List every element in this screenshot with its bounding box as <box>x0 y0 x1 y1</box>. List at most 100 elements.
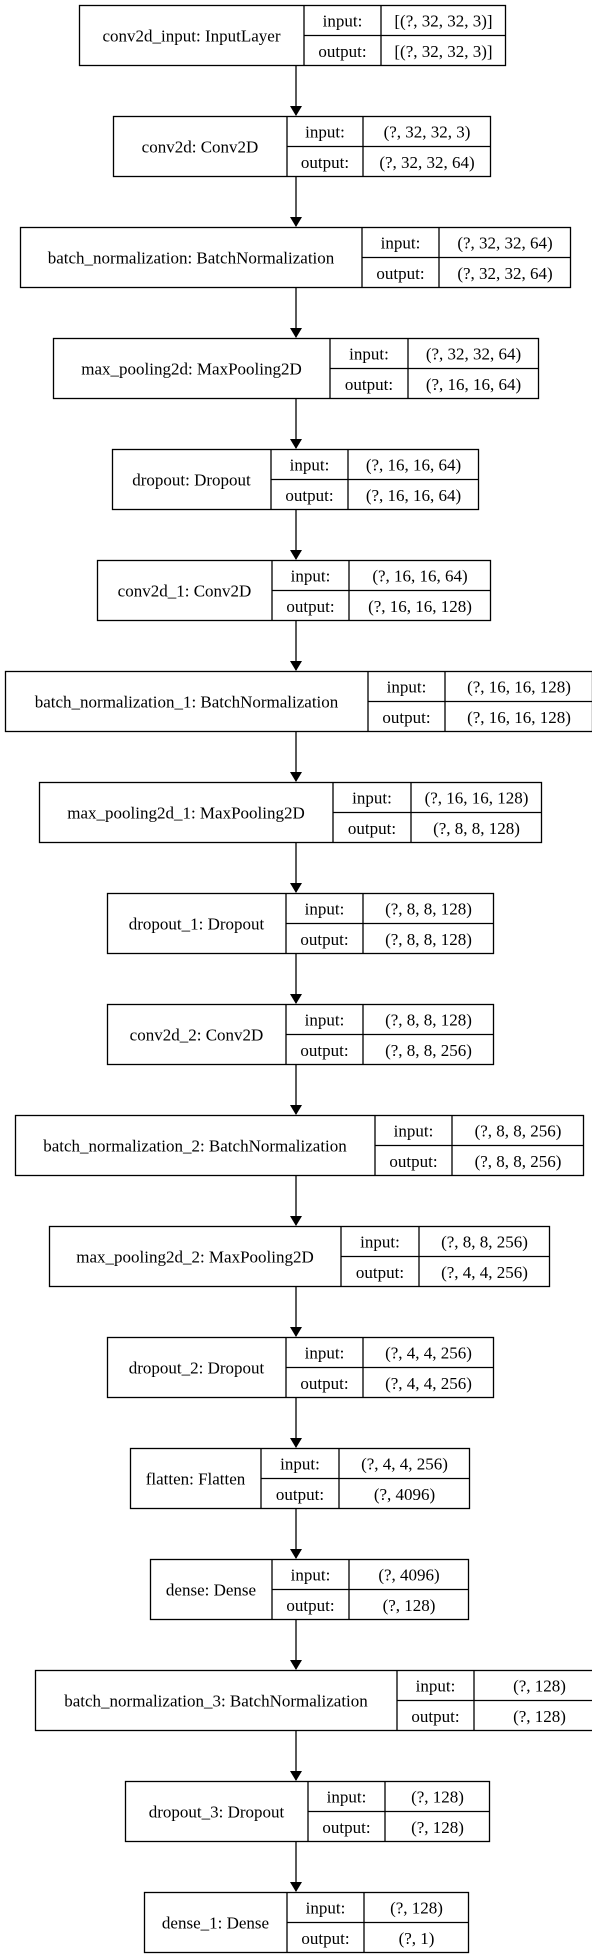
output-shape: (?, 4096) <box>374 1485 435 1504</box>
input-label: input: <box>305 122 345 141</box>
layer-node: max_pooling2d: MaxPooling2D input: output:… <box>52 337 540 400</box>
input-shape: (?, 4, 4, 256) <box>385 1343 472 1362</box>
input-shape: (?, 16, 16, 128) <box>467 677 571 696</box>
layer-name: dense_1: Dense <box>162 1914 269 1933</box>
layer-name: conv2d_input: InputLayer <box>103 27 281 46</box>
input-shape: (?, 16, 16, 64) <box>366 455 461 474</box>
output-label: output: <box>285 486 333 505</box>
layer-node: batch_normalization_1: BatchNormalizatio… <box>4 670 592 733</box>
layer-node: max_pooling2d_1: MaxPooling2D input: outpu… <box>38 781 543 844</box>
input-label: input: <box>306 1898 346 1917</box>
output-shape: (?, 8, 8, 256) <box>385 1041 472 1060</box>
output-shape: (?, 128) <box>513 1707 566 1726</box>
input-shape: (?, 32, 32, 64) <box>457 233 552 252</box>
input-shape: (?, 16, 16, 64) <box>372 566 467 585</box>
input-label: input: <box>327 1787 367 1806</box>
layer-name: dense: Dense <box>166 1581 256 1600</box>
input-shape: (?, 8, 8, 256) <box>475 1121 562 1140</box>
output-shape: [(?, 32, 32, 3)] <box>394 42 492 61</box>
output-shape: (?, 4, 4, 256) <box>385 1374 472 1393</box>
input-label: input: <box>349 344 389 363</box>
input-shape: (?, 16, 16, 128) <box>425 788 529 807</box>
layer-name: conv2d: Conv2D <box>142 138 259 157</box>
output-label: output: <box>411 1707 459 1726</box>
output-shape: (?, 16, 16, 128) <box>368 597 472 616</box>
layer-name: dropout_1: Dropout <box>129 915 265 934</box>
output-label: output: <box>300 1041 348 1060</box>
input-shape: (?, 8, 8, 256) <box>441 1232 528 1251</box>
input-label: input: <box>360 1232 400 1251</box>
layer-name: batch_normalization: BatchNormalization <box>48 249 335 268</box>
layer-node: conv2d_1: Conv2D input: output: (?, 16, 16,… <box>96 559 492 622</box>
output-shape: (?, 8, 8, 256) <box>475 1152 562 1171</box>
output-shape: (?, 16, 16, 128) <box>467 708 571 727</box>
input-label: input: <box>305 1010 345 1029</box>
input-label: input: <box>291 1565 331 1584</box>
layer-name: conv2d_1: Conv2D <box>118 582 252 601</box>
layer-name: dropout_3: Dropout <box>149 1803 285 1822</box>
input-shape: (?, 32, 32, 64) <box>426 344 521 363</box>
output-shape: (?, 32, 32, 64) <box>457 264 552 283</box>
layer-name: max_pooling2d_1: MaxPooling2D <box>67 804 305 823</box>
output-shape: (?, 16, 16, 64) <box>426 375 521 394</box>
layer-name: flatten: Flatten <box>146 1470 246 1489</box>
output-label: output: <box>300 1374 348 1393</box>
output-label: output: <box>348 819 396 838</box>
layer-name: dropout_2: Dropout <box>129 1359 265 1378</box>
output-shape: (?, 128) <box>411 1818 464 1837</box>
output-shape: (?, 1) <box>399 1929 435 1948</box>
output-label: output: <box>286 597 334 616</box>
output-label: output: <box>318 42 366 61</box>
layer-node: batch_normalization_2: BatchNormalizatio… <box>14 1114 585 1177</box>
input-shape: (?, 128) <box>390 1898 443 1917</box>
output-shape: (?, 4, 4, 256) <box>441 1263 528 1282</box>
output-label: output: <box>389 1152 437 1171</box>
output-shape: (?, 8, 8, 128) <box>433 819 520 838</box>
layer-name: batch_normalization_1: BatchNormalizatio… <box>35 693 339 712</box>
output-shape: (?, 32, 32, 64) <box>379 153 474 172</box>
output-label: output: <box>356 1263 404 1282</box>
output-shape: (?, 8, 8, 128) <box>385 930 472 949</box>
layer-node: dropout_3: Dropout input: output: (?, 128) (… <box>124 1780 491 1843</box>
input-shape: (?, 8, 8, 128) <box>385 1010 472 1029</box>
input-label: input: <box>291 566 331 585</box>
output-label: output: <box>376 264 424 283</box>
layer-node: dense: Dense input: output: (?, 4096) (?, 12… <box>149 1558 470 1621</box>
output-shape: (?, 128) <box>383 1596 436 1615</box>
input-label: input: <box>305 1343 345 1362</box>
layer-name: conv2d_2: Conv2D <box>130 1026 264 1045</box>
layer-name: max_pooling2d: MaxPooling2D <box>81 360 302 379</box>
input-label: input: <box>323 11 363 30</box>
output-label: output: <box>345 375 393 394</box>
output-shape: (?, 16, 16, 64) <box>366 486 461 505</box>
output-label: output: <box>382 708 430 727</box>
output-label: output: <box>276 1485 324 1504</box>
input-label: input: <box>416 1676 456 1695</box>
input-label: input: <box>387 677 427 696</box>
output-label: output: <box>301 153 349 172</box>
layer-node: dropout_2: Dropout input: output: (?, 4, 4,… <box>106 1336 495 1399</box>
layer-node: conv2d_input: InputLayer input: output: [(?… <box>78 4 507 67</box>
layer-node: conv2d_2: Conv2D input: output: (?, 8, 8, 1… <box>106 1003 495 1066</box>
layer-node: max_pooling2d_2: MaxPooling2Dinput:outpu… <box>48 1225 551 1288</box>
output-label: output: <box>322 1818 370 1837</box>
input-shape: (?, 4096) <box>378 1565 439 1584</box>
input-shape: (?, 8, 8, 128) <box>385 899 472 918</box>
input-shape: (?, 128) <box>411 1787 464 1806</box>
input-label: input: <box>305 899 345 918</box>
input-shape: (?, 4, 4, 256) <box>361 1454 448 1473</box>
input-label: input: <box>352 788 392 807</box>
input-label: input: <box>394 1121 434 1140</box>
input-label: input: <box>290 455 330 474</box>
layer-node: batch_normalization_3: BatchNormalizatio… <box>34 1669 592 1732</box>
layer-name: batch_normalization_2: BatchNormalizatio… <box>43 1137 347 1156</box>
layer-name: batch_normalization_3: BatchNormalizatio… <box>64 1692 368 1711</box>
output-label: output: <box>286 1596 334 1615</box>
input-label: input: <box>381 233 421 252</box>
